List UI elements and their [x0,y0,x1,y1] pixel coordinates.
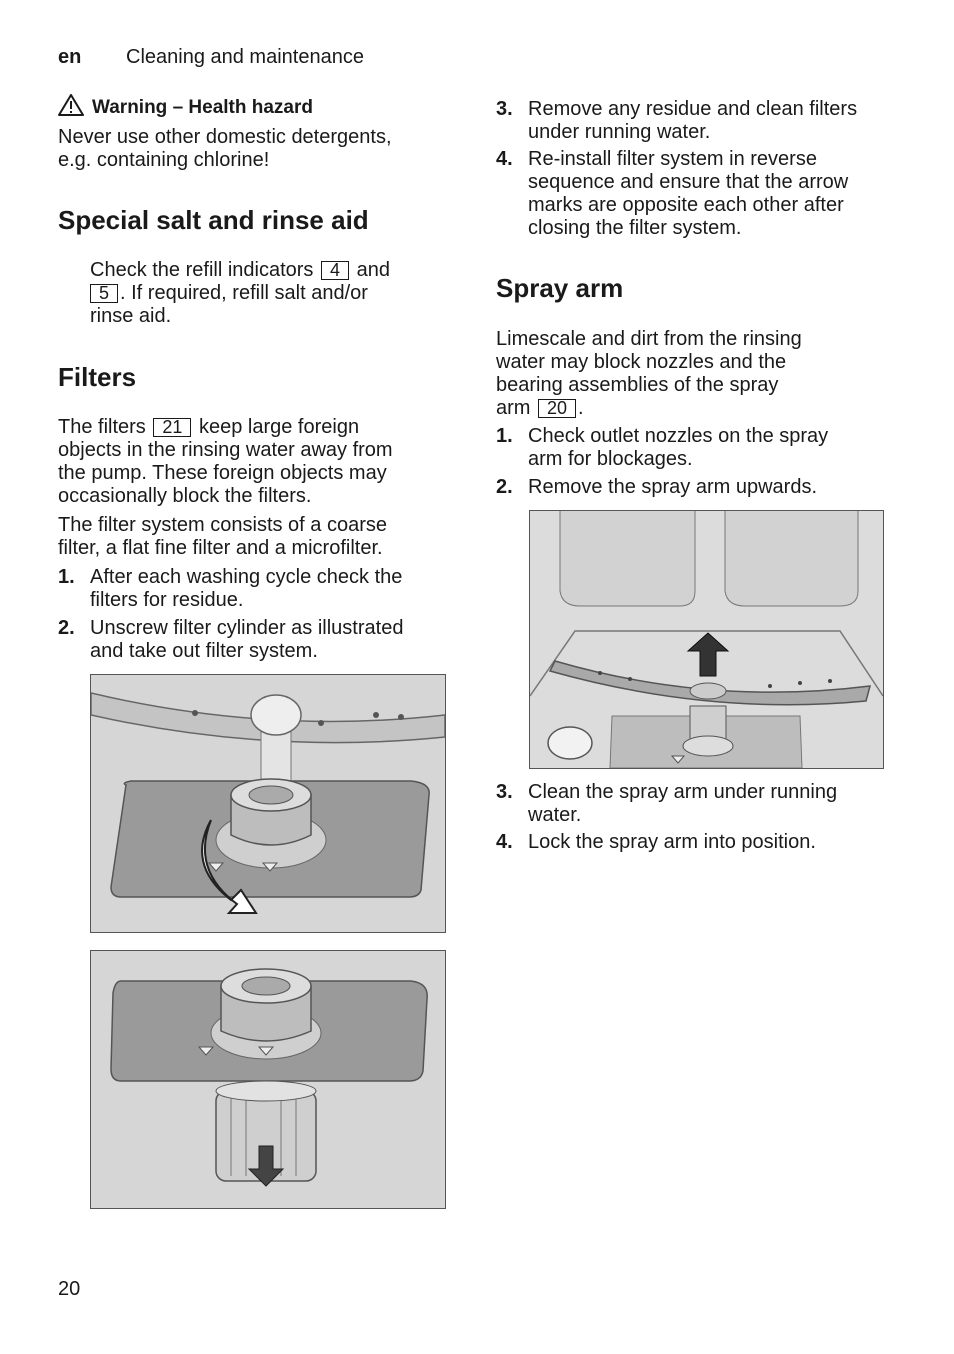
ref-box: 5 [90,284,119,303]
spray-heading: Spray arm [496,273,624,303]
ref-box: 4 [321,261,350,280]
salt-line-2: 5. If required, refill salt and/or [90,282,450,305]
filters-paragraph-1: The filters 21 keep large foreign object… [58,416,458,508]
salt-line-1: Check the refill indicators 4 and [90,259,450,282]
step-line: water. [528,804,582,826]
step-number: 1. [58,566,75,588]
warning-triangle-icon [58,94,84,122]
filters-text: The filters [58,416,146,438]
filters-text: keep large foreign [198,416,360,438]
step-line: filters for residue. [90,589,244,611]
spray-paragraph: Limescale and dirt from the rinsing wate… [496,328,896,420]
step-number: 4. [496,831,513,853]
step-line: marks are opposite each other after [528,194,844,216]
filters-line: filter, a flat fine filter and a microfi… [58,537,383,559]
warning-block: Warning – Health hazard Never use other … [58,94,458,172]
step-line: Check outlet nozzles on the spray [528,425,829,447]
step-line: closing the filter system. [528,217,742,239]
warning-title: Warning – Health hazard [92,97,313,118]
step-number: 3. [496,98,513,120]
language-code: en [58,46,82,68]
step-line: Unscrew filter cylinder as illustrated [90,617,404,639]
step-line: and take out filter system. [90,640,318,662]
salt-line-3: rinse aid. [90,305,172,327]
step-line: After each washing cycle check the [90,566,403,588]
filters-heading: Filters [58,362,137,392]
figure-unscrew-filter [90,674,446,933]
spray-step-2: 2. Remove the spray arm upwards. [496,476,896,499]
step-number: 3. [496,781,513,803]
salt-text: . If required, refill salt and/or [120,282,368,304]
spray-text: . [578,397,584,419]
spray-line: water may block nozzles and the [496,351,787,373]
filters-line: the pump. These foreign objects may [58,462,387,484]
page-number: 20 [58,1278,81,1300]
warning-title-row: Warning – Health hazard [58,94,458,122]
ref-box: 20 [538,399,577,418]
salt-text: Check the refill indicators [90,259,314,281]
step-number: 4. [496,148,513,170]
filters-line: The filter system consists of a coarse [58,514,388,536]
section-title: Cleaning and maintenance [126,46,364,68]
step-line: arm for blockages. [528,448,693,470]
figure-remove-filter [90,950,446,1209]
spray-line: arm 20. [496,397,896,420]
salt-text: and [356,259,390,281]
spray-line: bearing assemblies of the spray [496,374,779,396]
step-line: Clean the spray arm under running [528,781,838,803]
salt-paragraph: Check the refill indicators 4 and 5. If … [90,259,450,328]
step-number: 2. [496,476,513,498]
filters-line: The filters 21 keep large foreign [58,416,458,439]
step-number: 1. [496,425,513,447]
warning-line: e.g. containing chlorine! [58,149,270,171]
salt-heading: Special salt and rinse aid [58,205,369,235]
step-line: Remove the spray arm upwards. [528,476,818,498]
spray-text: arm [496,397,531,419]
step-line: Lock the spray arm into position. [528,831,816,853]
spray-step-4: 4. Lock the spray arm into position. [496,831,896,854]
step-line: Remove any residue and clean filters [528,98,858,120]
warning-line: Never use other domestic detergents, [58,126,392,148]
ref-box: 21 [153,418,192,437]
step-line: under running water. [528,121,711,143]
warning-text: Never use other domestic detergents, e.g… [58,126,458,172]
step-line: sequence and ensure that the arrow [528,171,849,193]
step-number: 2. [58,617,75,639]
filters-line: occasionally block the filters. [58,485,312,507]
filters-paragraph-2: The filter system consists of a coarse f… [58,514,458,560]
filters-line: objects in the rinsing water away from [58,439,393,461]
step-text: Lock the spray arm into position. [528,831,816,854]
spray-line: Limescale and dirt from the rinsing [496,328,802,350]
step-text: Remove the spray arm upwards. [528,476,817,499]
figure-spray-arm [529,510,884,769]
step-line: Re-install filter system in reverse [528,148,817,170]
filters-step-2: 2. Unscrew filter cylinder as illustrate… [58,617,458,663]
